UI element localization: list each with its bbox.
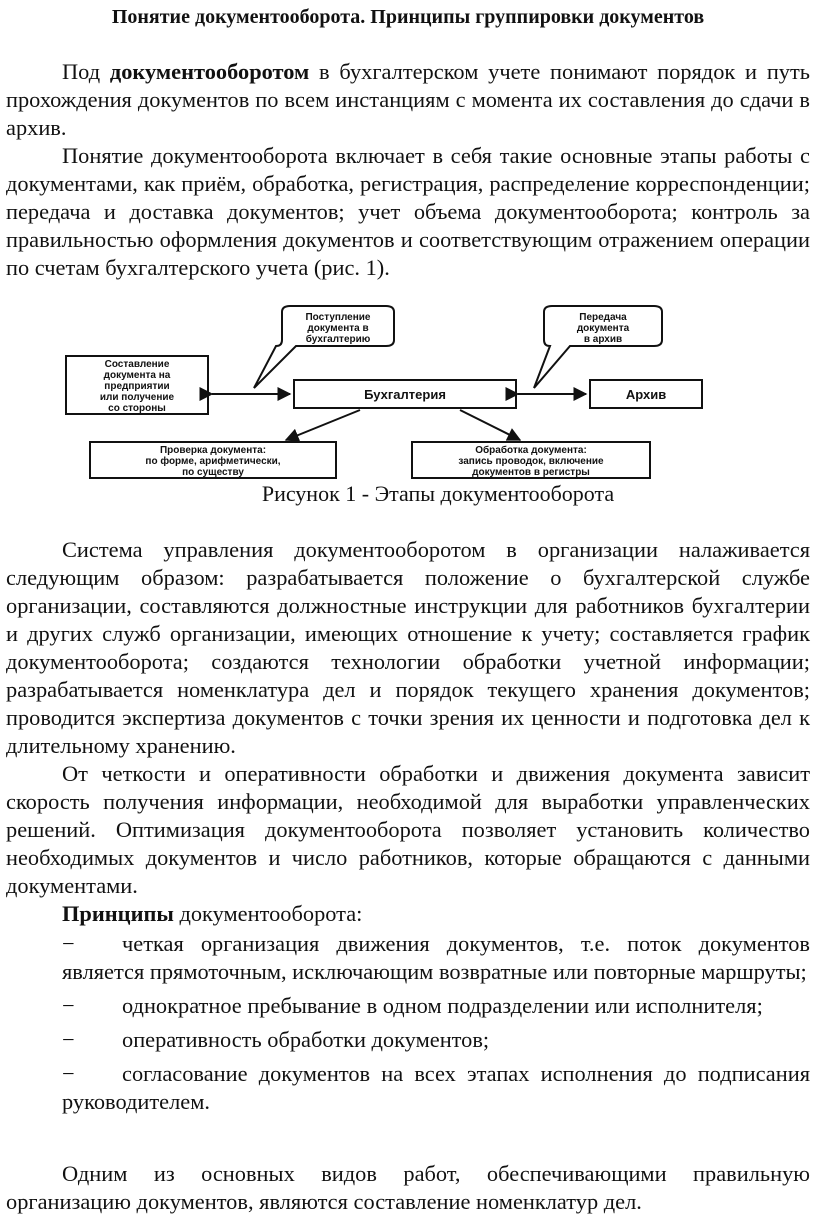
box-source-line-3: предприятии — [104, 381, 169, 392]
callout-incoming-line-3: бухгалтерию — [306, 333, 371, 345]
principles-list: −четкая организация движения документов,… — [6, 930, 810, 1122]
paragraph-efficiency: От четкости и оперативности обработки и … — [6, 761, 810, 898]
callout-to-archive-line-2: документа — [577, 323, 630, 334]
paragraph-definition-rest: в бухгалтерском учете понимают порядок и… — [6, 59, 810, 140]
box-archive: Архив — [589, 379, 703, 409]
principles-rest: документооборота: — [173, 901, 363, 926]
list-dash: − — [62, 1061, 75, 1086]
box-document-processing: Обработка документа: запись проводок, вк… — [411, 441, 651, 479]
list-item: −согласование документов на всех этапах … — [6, 1060, 810, 1116]
list-item-text: однократное пребывание в одном подраздел… — [122, 993, 763, 1018]
box-process-line-3: документов в регистры — [472, 467, 590, 478]
term-document-flow: документооборотом — [109, 59, 310, 84]
list-item-text: согласование документов на всех этапах и… — [62, 1061, 810, 1114]
box-source-line-5: со стороны — [108, 403, 166, 414]
list-item-text: четкая организация движения документов, … — [62, 931, 810, 984]
paragraph-definition-prefix: Под — [62, 59, 110, 84]
list-item: − оперативность обработки документов; — [6, 1026, 810, 1054]
callout-incoming: Поступление документа в бухгалтерию — [253, 305, 395, 389]
callout-to-archive-line-1: Передача — [579, 312, 627, 323]
list-dash: − — [62, 1027, 75, 1052]
callout-to-archive: Передача документа в архив — [533, 305, 663, 389]
box-check-line-1: Проверка документа: — [160, 445, 266, 456]
box-accounting: Бухгалтерия — [293, 379, 517, 409]
list-item: −четкая организация движения документов,… — [6, 930, 810, 986]
box-document-check: Проверка документа: по форме, арифметиче… — [89, 441, 337, 479]
box-check-line-2: по форме, арифметически, — [145, 455, 280, 467]
figure-caption: Рисунок 1 - Этапы документооборота — [261, 481, 615, 506]
callout-incoming-line-2: документа в — [307, 323, 368, 334]
box-process-line-2: запись проводок, включение — [458, 456, 604, 467]
callout-to-archive-line-3: в архив — [584, 334, 622, 345]
document-flow-diagram: Поступление документа в бухгалтерию Пере… — [65, 305, 703, 479]
paragraph-conclusion: Одним из основных видов работ, обеспечив… — [6, 1161, 810, 1214]
arrow-center-process — [459, 409, 522, 441]
box-source-line-4: или получение — [100, 392, 175, 403]
principles-heading: Принципы документооборота: — [6, 900, 810, 928]
box-check-line-3: по существу — [182, 467, 244, 478]
paragraph-management-system: Система управления документооборотом в о… — [6, 537, 810, 758]
list-item: − однократное пребывание в одном подразде… — [6, 992, 810, 1020]
box-document-source: Составление документа на предприятии или… — [65, 355, 209, 415]
box-process-line-1: Обработка документа: — [475, 444, 587, 456]
arrow-center-check — [284, 409, 361, 442]
box-source-line-2: документа на — [104, 370, 171, 381]
box-accounting-label: Бухгалтерия — [364, 387, 446, 402]
list-dash: − — [62, 993, 75, 1018]
list-item-text: оперативность обработки документов; — [122, 1027, 490, 1052]
callout-incoming-line-1: Поступление — [305, 312, 370, 323]
page-title: Понятие документооборота. Принципы групп… — [111, 6, 705, 28]
paragraph-definition: Под документооборотом в бухгалтерском уч… — [6, 58, 810, 142]
box-archive-label: Архив — [626, 387, 666, 402]
principles-bold: Принципы — [62, 901, 174, 926]
box-source-line-1: Составление — [105, 359, 170, 370]
paragraph-stages: Понятие документооборота включает в себя… — [6, 143, 810, 280]
list-dash: − — [62, 931, 75, 956]
